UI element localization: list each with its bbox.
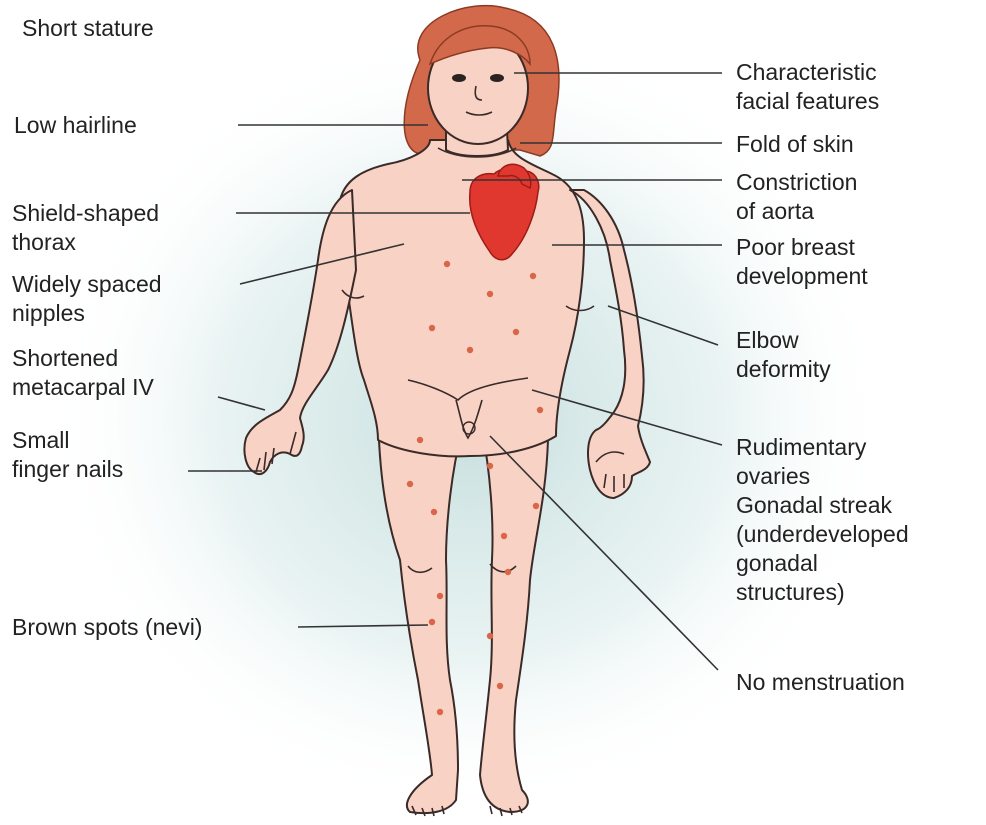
- nevus: [431, 509, 437, 515]
- nevus: [417, 437, 423, 443]
- nevus: [467, 347, 473, 353]
- nevus: [505, 569, 511, 575]
- label-fold-of-skin: Fold of skin: [736, 131, 854, 157]
- nevus: [487, 633, 493, 639]
- nevus: [437, 709, 443, 715]
- torso: [338, 140, 584, 456]
- nevus: [487, 463, 493, 469]
- label-short-stature: Short stature: [22, 15, 154, 41]
- nevus: [429, 325, 435, 331]
- nevus: [501, 533, 507, 539]
- nevus: [429, 619, 435, 625]
- nevus: [537, 407, 543, 413]
- nevus: [497, 683, 503, 689]
- nevus: [513, 329, 519, 335]
- nevus: [437, 593, 443, 599]
- label-brown-spots: Brown spots (nevi): [12, 614, 202, 640]
- nevus: [444, 261, 450, 267]
- left-eye: [452, 74, 466, 82]
- nevus: [530, 273, 536, 279]
- right-eye: [490, 74, 504, 82]
- label-facial-features: Characteristic facial features: [736, 59, 883, 114]
- label-no-menstruation: No menstruation: [736, 669, 905, 695]
- nevus: [407, 481, 413, 487]
- nevus: [533, 503, 539, 509]
- nevus: [487, 291, 493, 297]
- label-low-hairline: Low hairline: [14, 112, 137, 138]
